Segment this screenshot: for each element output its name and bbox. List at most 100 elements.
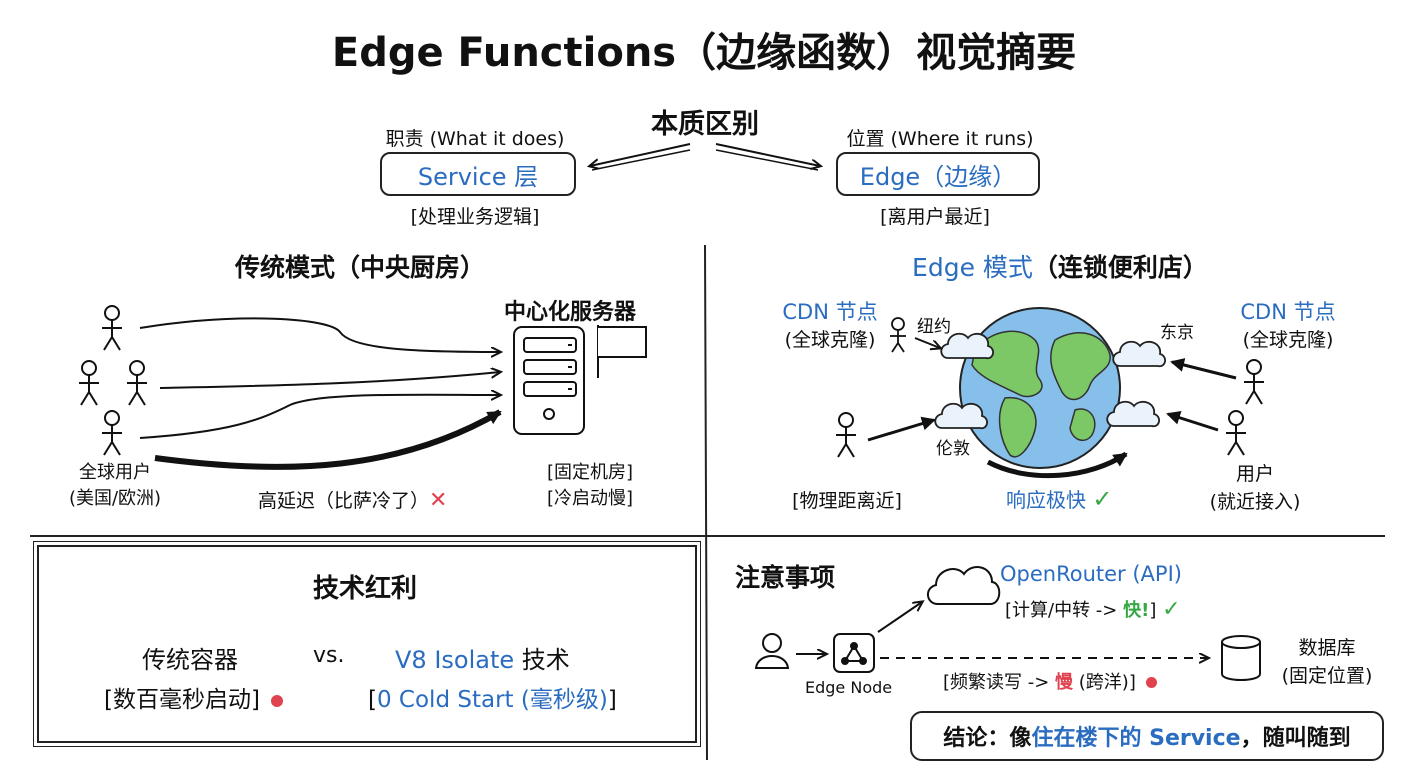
facility-line1: [固定机房] — [546, 462, 634, 483]
nearby-users-label: 用户 (就近接入) — [1190, 460, 1320, 516]
request-arrow-1 — [139, 317, 500, 352]
vs-label: vs. — [313, 643, 345, 668]
global-users-line2: (美国/欧洲) — [68, 488, 162, 509]
traditional-container-title: 传统容器 — [142, 646, 238, 674]
arrow-edge-to-cloud — [877, 602, 922, 633]
v8-isolate-name: V8 Isolate — [395, 646, 515, 674]
edge-location-box: Edge（边缘） — [836, 152, 1040, 196]
conclusion-post: ，随叫随到 — [1240, 726, 1351, 751]
tech-dividend-heading: 技术红利 — [312, 574, 417, 604]
v8-isolate-suffix: 技术 — [514, 646, 570, 674]
user-figure-3 — [127, 360, 147, 406]
conclusion-box: 结论：像住在楼下的 Service，随叫随到 — [910, 711, 1384, 761]
v8-isolate-title: V8 Isolate 技术 — [395, 640, 570, 675]
edge-mode-title: Edge 模式 — [912, 253, 1033, 282]
fast-response-arrow — [986, 451, 1128, 479]
page-title: Edge Functions（边缘函数）视觉摘要 — [331, 30, 1077, 76]
edge-mode-heading: Edge 模式（连锁便利店） — [860, 248, 1260, 284]
facility-label: [固定机房] [冷启动慢] — [520, 460, 660, 512]
cdn-left-sub: (全球克隆) — [784, 329, 876, 351]
slow-dot-icon — [271, 695, 284, 707]
location-caption: 位置 (Where it runs) — [846, 128, 1034, 150]
database-line2: (固定位置) — [1281, 665, 1373, 687]
user-figure-2 — [79, 360, 99, 406]
edge-location-label: Edge（边缘） — [859, 162, 1017, 191]
service-layer-box: Service 层 — [380, 152, 576, 196]
traditional-heading: 传统模式（中央厨房） — [234, 253, 485, 282]
city-london: 伦敦 — [936, 439, 970, 459]
server-label: 中心化服务器 — [503, 300, 636, 325]
compute-check-icon: ✓ — [1162, 597, 1181, 622]
compute-label: [计算/中转 -> 快!] ✓ — [1005, 596, 1181, 622]
cold-start-label: [0 Cold Start (毫秒级)] — [368, 680, 617, 714]
readwrite-slow: 慢 — [1055, 672, 1074, 693]
cdn-cloud-east — [1106, 400, 1160, 428]
latency-label: 高延迟（比萨冷了）✕ — [258, 486, 447, 513]
arrow-to-edge-2 — [715, 149, 819, 171]
fast-response-label: 响应极快 ✓ — [1006, 484, 1112, 513]
compute-post: ] — [1149, 600, 1157, 621]
nearby-users-line1: 用户 — [1235, 463, 1274, 485]
fast-response-text: 响应极快 — [1006, 488, 1086, 512]
tech-dividend-box — [37, 545, 697, 743]
readwrite-pre: [频繁读写 -> — [943, 672, 1056, 693]
arrow-east-to-cloud — [1166, 410, 1219, 432]
edge-user-london — [836, 412, 856, 458]
compute-fast: 快! — [1123, 600, 1150, 621]
high-latency-arrow — [154, 409, 502, 470]
readwrite-dot-icon — [1145, 677, 1157, 688]
cold-start-close: ] — [607, 687, 617, 713]
cdn-right-sub: (全球克隆) — [1242, 329, 1334, 351]
cdn-left-label: CDN 节点 (全球克隆) — [760, 298, 900, 354]
service-layer-label: Service 层 — [417, 162, 539, 191]
vertical-divider — [704, 244, 708, 761]
nearby-users-line2: (就近接入) — [1209, 491, 1301, 513]
city-newyork-globe: 纽约 — [1007, 361, 1041, 381]
request-arrow-3 — [139, 395, 500, 439]
distance-label: [物理距离近] — [792, 490, 902, 512]
container-startup-text: [数百毫秒启动] — [104, 687, 260, 713]
arrow-to-service-2 — [591, 149, 691, 171]
edge-location-sub: [离用户最近] — [880, 206, 990, 228]
globe-icon — [959, 307, 1121, 469]
user-figure-4 — [102, 410, 122, 456]
responsibility-caption: 职责 (What it does) — [385, 128, 565, 150]
edge-user-tokyo — [1244, 359, 1264, 405]
city-tokyo: 东京 — [1160, 323, 1194, 343]
readwrite-post: (跨洋)] — [1073, 672, 1136, 693]
database-label: 数据库 (固定位置) — [1262, 634, 1392, 690]
request-arrow-2 — [159, 372, 500, 389]
latency-text: 高延迟（比萨冷了） — [258, 490, 430, 512]
facility-line2: [冷启动慢] — [546, 488, 634, 509]
edge-mode-subtitle: （连锁便利店） — [1032, 253, 1208, 282]
openrouter-cloud-icon — [927, 566, 1001, 605]
notes-heading: 注意事项 — [735, 563, 836, 592]
cdn-cloud-ny — [940, 332, 994, 360]
cdn-right-label: CDN 节点 (全球克隆) — [1218, 298, 1358, 354]
notes-user-icon — [754, 633, 790, 669]
latency-x-icon: ✕ — [429, 488, 448, 513]
database-line1: 数据库 — [1298, 637, 1356, 659]
essence-heading: 本质区别 — [651, 109, 759, 140]
openrouter-label: OpenRouter (API) — [1000, 562, 1182, 586]
arrow-ny-to-cloud — [914, 337, 940, 348]
cdn-cloud-tokyo — [1112, 340, 1166, 368]
edge-node-label: Edge Node — [805, 678, 893, 697]
container-startup-label: [数百毫秒启动] — [104, 680, 284, 714]
service-layer-sub: [处理业务逻辑] — [410, 206, 540, 228]
cold-start-open: [ — [368, 687, 377, 713]
cdn-right-title: CDN 节点 — [1240, 300, 1336, 324]
edge-node-icon — [833, 633, 875, 673]
arrow-tokyo-to-cloud — [1170, 358, 1237, 380]
database-icon — [1221, 635, 1261, 681]
arrow-to-edge — [715, 143, 820, 166]
check-icon: ✓ — [1092, 485, 1113, 513]
cold-start-text: 0 Cold Start (毫秒级) — [376, 687, 608, 713]
arrow-london-to-cloud — [867, 416, 936, 442]
readwrite-label: [频繁读写 -> 慢 (跨洋)] — [943, 668, 1157, 694]
city-newyork-top: 纽约 — [917, 317, 951, 337]
flag-label: 北京 — [609, 336, 637, 352]
global-users-line1: 全球用户 — [79, 462, 151, 483]
conclusion-pre: 结论：像 — [943, 726, 1032, 751]
conclusion-highlight: 住在楼下的 Service — [1031, 726, 1241, 751]
